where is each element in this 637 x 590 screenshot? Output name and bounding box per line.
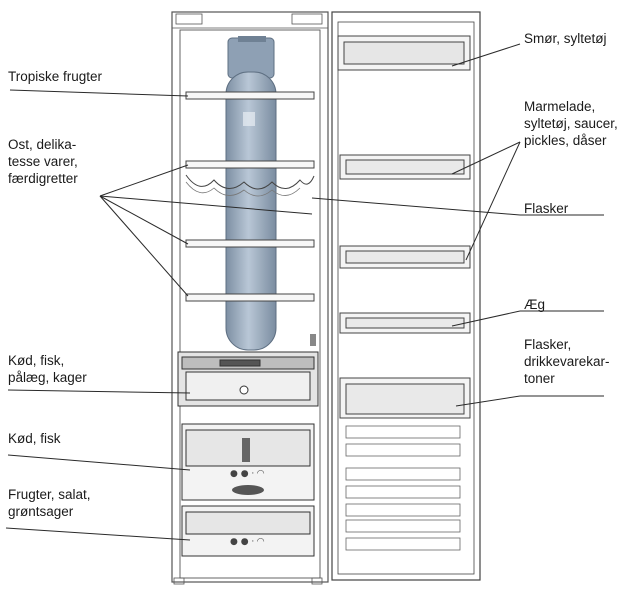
label-butter-preserves: Smør, syltetøj xyxy=(524,31,607,46)
label-fruit-salad-vegetables: Frugter, salat, grøntsager xyxy=(8,487,91,519)
label-tropical-fruit: Tropiske frugter xyxy=(8,69,103,84)
chiller-drawer xyxy=(177,334,319,407)
label-meat-fish: Kød, fisk xyxy=(8,431,61,446)
shelf-3 xyxy=(185,239,315,248)
svg-text:● ● · ◜◝: ● ● · ◜◝ xyxy=(230,469,265,479)
callout-lines xyxy=(5,43,604,541)
label-cheese-deli: Ost, delika- tesse varer, færdigretter xyxy=(8,137,78,186)
shelf-1 xyxy=(185,91,315,100)
label-eggs: Æg xyxy=(524,297,546,312)
fridge-door xyxy=(331,11,481,581)
fridge-cabinet xyxy=(171,11,329,585)
air-duct xyxy=(225,36,277,351)
label-bottles-upper: Flasker xyxy=(524,201,569,216)
door-shelves xyxy=(337,35,471,419)
shelf-2 xyxy=(185,160,315,169)
door-panel-slots xyxy=(345,425,461,551)
shelf-4 xyxy=(185,293,315,302)
bottle-rack xyxy=(185,174,315,190)
label-jam-preserves-sauces: Marmelade, syltetøj, saucer, pickles, då… xyxy=(524,99,618,148)
crisper-drawer-lower: ● ● · ◜◝ xyxy=(181,505,315,557)
svg-text:● ● · ◜◝: ● ● · ◜◝ xyxy=(230,537,265,547)
crisper-drawer-upper: ● ● · ◜◝ xyxy=(181,423,315,501)
label-meat-fish-cold-cuts-cakes: Kød, fisk, pålæg, kager xyxy=(8,353,87,385)
label-bottles-drink-cartons: Flasker, drikkevarekar- toner xyxy=(524,337,610,386)
